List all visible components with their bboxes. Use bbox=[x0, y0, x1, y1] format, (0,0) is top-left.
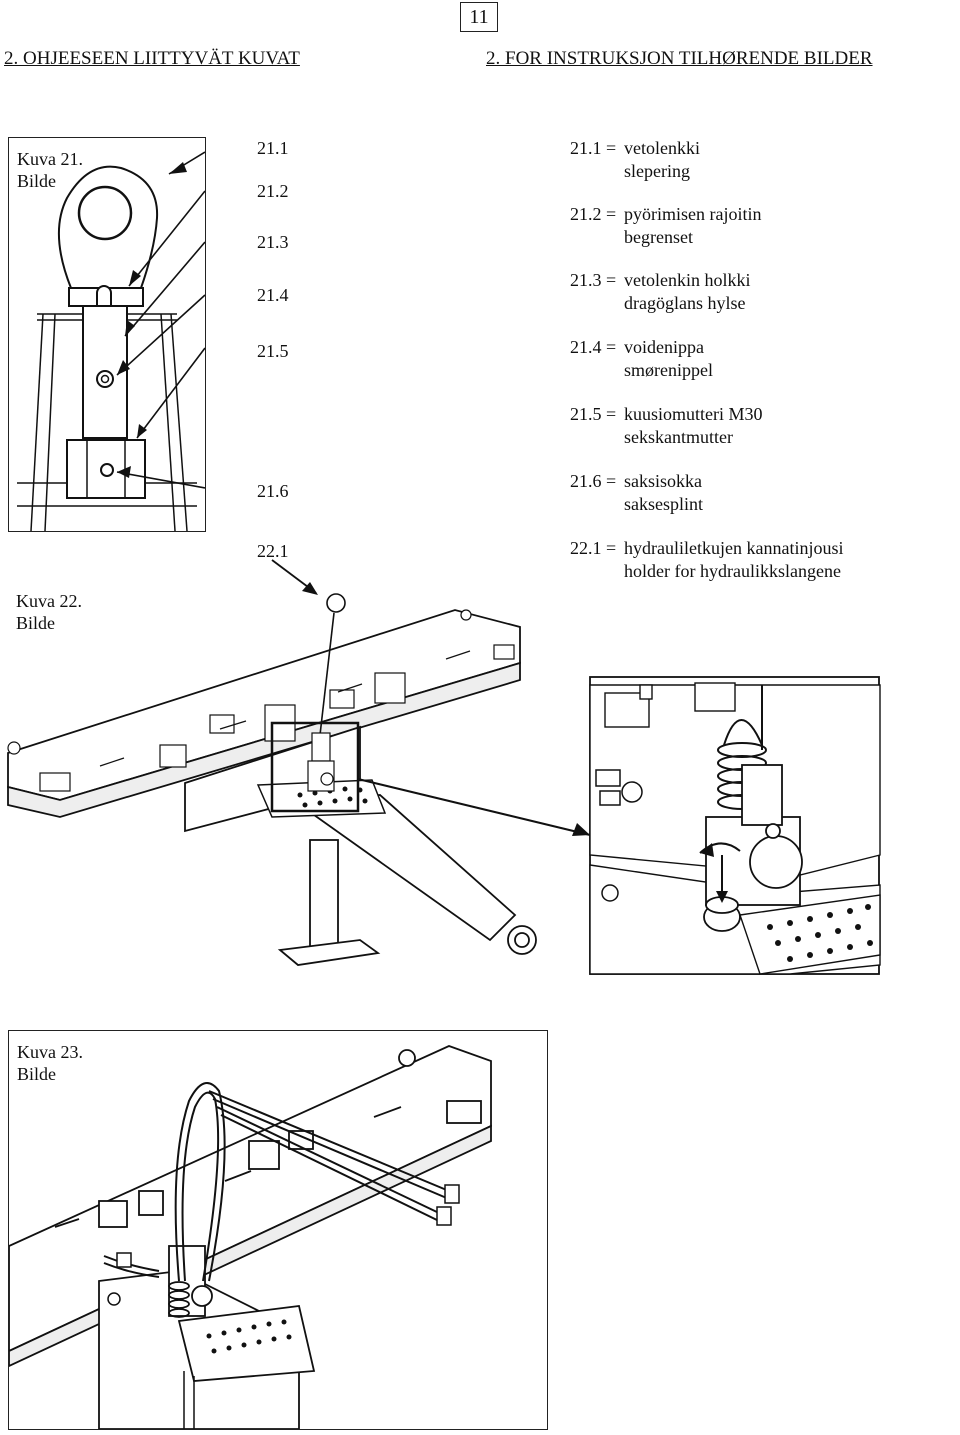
heading-norwegian: 2. FOR INSTRUKSJON TILHØRENDE BILDER bbox=[486, 48, 873, 69]
callout-21-1: 21.1 bbox=[257, 138, 289, 158]
legend-number: 21.5 = bbox=[570, 404, 617, 424]
legend-item: 21.2 = pyörimisen rajoitin begrenset bbox=[570, 203, 950, 249]
legend-item: 21.3 = vetolenkin holkki dragöglans hyls… bbox=[570, 269, 950, 315]
legend-item: 21.1 = vetolenkki slepering bbox=[570, 137, 950, 183]
callout-21-6: 21.6 bbox=[257, 481, 289, 501]
callout-21-4: 21.4 bbox=[257, 285, 289, 305]
callout-21-2: 21.2 bbox=[257, 181, 289, 201]
figure-23-caption-no: Bilde bbox=[17, 1064, 56, 1084]
figure-21-frame: Kuva 21. Bilde bbox=[8, 137, 206, 532]
figure-21-caption-fi: Kuva 21. bbox=[17, 149, 83, 169]
figure-23-frame: Kuva 23. Bilde bbox=[8, 1030, 548, 1430]
legend-norwegian: sekskantmutter bbox=[624, 427, 733, 447]
legend-finnish: vetolenkki bbox=[624, 138, 700, 158]
legend-finnish: kuusiomutteri M30 bbox=[624, 404, 763, 424]
figure-22-caption-no: Bilde bbox=[16, 613, 55, 633]
figure-21-drawing bbox=[17, 151, 205, 531]
legend-finnish: pyörimisen rajoitin bbox=[624, 204, 762, 224]
legend-finnish: saksisokka bbox=[624, 471, 702, 491]
heading-finnish: 2. OHJEESEEN LIITTYVÄT KUVAT bbox=[4, 48, 300, 69]
legend-norwegian: saksesplint bbox=[624, 494, 703, 514]
legend-norwegian: holder for hydraulikkslangene bbox=[624, 561, 841, 581]
callout-21-5: 21.5 bbox=[257, 341, 289, 361]
legend-item: 21.6 = saksisokka saksesplint bbox=[570, 470, 950, 516]
callout-22-1: 22.1 bbox=[257, 541, 289, 561]
figure-23-caption-fi: Kuva 23. bbox=[17, 1042, 83, 1062]
figure-22-drawing bbox=[7, 559, 881, 975]
legend-number: 21.3 = bbox=[570, 270, 617, 290]
legend-finnish: hydrauliletkujen kannatinjousi bbox=[624, 538, 844, 558]
legend-number: 21.4 = bbox=[570, 337, 617, 357]
legend-norwegian: smørenippel bbox=[624, 360, 713, 380]
page-number: 11 bbox=[460, 2, 498, 32]
figure-23-drawing bbox=[9, 1045, 492, 1429]
legend-number: 21.1 = bbox=[570, 138, 617, 158]
legend-norwegian: begrenset bbox=[624, 227, 693, 247]
legend-number: 21.2 = bbox=[570, 204, 617, 224]
legend-number: 21.6 = bbox=[570, 471, 617, 491]
legend-item: 21.4 = voidenippa smørenippel bbox=[570, 336, 950, 382]
figure-22-caption-fi: Kuva 22. bbox=[16, 591, 82, 611]
legend-finnish: vetolenkin holkki bbox=[624, 270, 751, 290]
legend-finnish: voidenippa bbox=[624, 337, 704, 357]
legend-item: 22.1 = hydrauliletkujen kannatinjousi ho… bbox=[570, 537, 955, 583]
legend-norwegian: dragöglans hylse bbox=[624, 293, 746, 313]
legend-norwegian: slepering bbox=[624, 161, 690, 181]
figure-21-caption-no: Bilde bbox=[17, 171, 56, 191]
callout-21-3: 21.3 bbox=[257, 232, 289, 252]
legend-number: 22.1 = bbox=[570, 538, 617, 558]
legend-item: 21.5 = kuusiomutteri M30 sekskantmutter bbox=[570, 403, 950, 449]
